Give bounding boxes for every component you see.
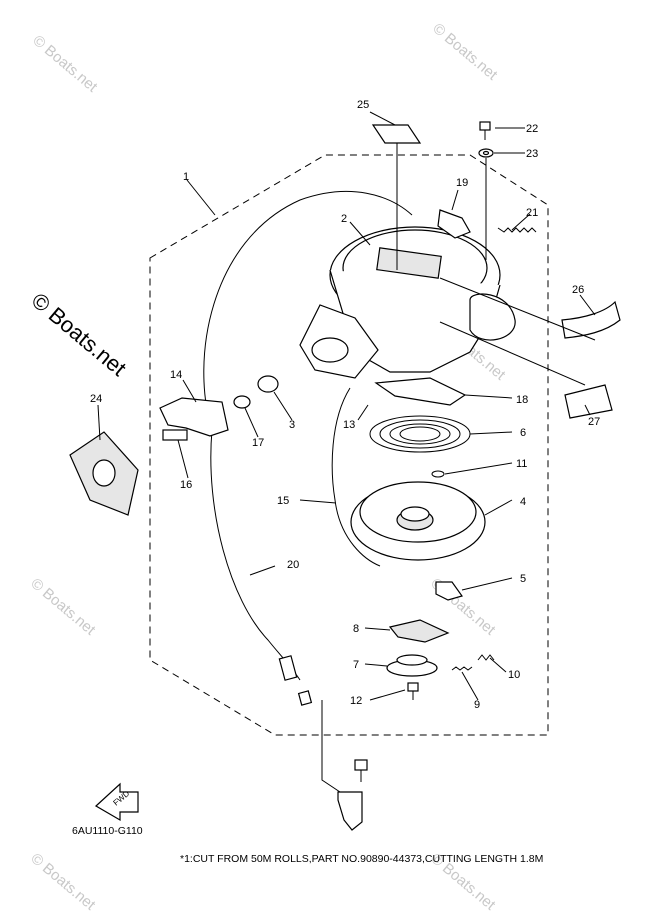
control-cable-lower [210, 429, 301, 681]
sheave-drum-4 [350, 481, 486, 561]
callout-11: 11 [516, 458, 527, 470]
callout-24: 24 [90, 393, 102, 405]
fwd-arrow-icon: FWD [94, 782, 139, 822]
label-27 [564, 384, 613, 419]
cable-end-3 [257, 375, 279, 393]
decal-26 [561, 300, 621, 339]
callout-4: 4 [520, 496, 526, 508]
bracket-14 [159, 397, 229, 437]
drive-pawl-5 [435, 581, 463, 601]
bolt-lower [354, 759, 368, 782]
callout-25: 25 [357, 99, 369, 111]
callout-5: 5 [520, 573, 526, 585]
watermark-text: © Boats.net [429, 20, 501, 84]
control-cable [203, 190, 413, 431]
starter-case [299, 226, 516, 379]
clip-11 [431, 470, 445, 478]
watermark-text: © Boats.net [27, 850, 99, 913]
callout-14: 14 [170, 369, 182, 381]
watermark-text: © Boats.net [27, 288, 131, 381]
callout-26: 26 [572, 284, 584, 296]
clamp-17 [233, 395, 251, 409]
washer-23 [478, 148, 494, 158]
callouts: 1 2 3 4 5 6 7 8 9 10 11 12 13 14 15 16 1… [90, 99, 600, 711]
callout-1: 1 [183, 171, 189, 183]
leader-lines [97, 111, 596, 701]
callout-22: 22 [526, 123, 538, 135]
watermark-text: © Boats.net [27, 575, 99, 639]
spring-10 [477, 654, 495, 661]
tube [331, 387, 381, 567]
plate-8 [388, 619, 450, 643]
pawl-18 [374, 377, 467, 406]
watermark-text: © Boats.net [29, 32, 101, 96]
callout-10: 10 [508, 669, 520, 681]
rewind-spring-6 [369, 415, 471, 453]
callout-20: 20 [287, 559, 299, 571]
drive-plate-7 [386, 654, 438, 677]
callout-3: 3 [289, 419, 295, 431]
grommet-24 [69, 431, 139, 516]
callout-6: 6 [520, 427, 526, 439]
callout-13: 13 [343, 419, 355, 431]
callout-19: 19 [456, 177, 468, 189]
callout-18: 18 [516, 394, 528, 406]
footnote: *1:CUT FROM 50M ROLLS,PART NO.90890-4437… [180, 853, 543, 865]
label-25 [371, 124, 422, 144]
lower-cable-end [278, 655, 313, 706]
clip-16 [162, 429, 188, 441]
callout-9: 9 [474, 699, 480, 711]
callout-15: 15 [277, 495, 289, 507]
bolt-22 [479, 121, 491, 140]
callout-7: 7 [353, 659, 359, 671]
assembly-boundary [149, 154, 549, 736]
callout-16: 16 [180, 479, 192, 491]
bracket-lower [337, 791, 363, 831]
callout-12: 12 [350, 695, 362, 707]
callout-17: 17 [252, 437, 264, 449]
callout-21: 21 [526, 207, 538, 219]
leader-lower-bracket [321, 700, 341, 793]
callout-8: 8 [353, 623, 359, 635]
callout-23: 23 [526, 148, 538, 160]
spring-9 [451, 666, 473, 671]
screw-12 [407, 682, 419, 700]
bracket-19 [437, 209, 471, 239]
diagram-code: 6AU1110-G110 [72, 825, 143, 837]
callout-2: 2 [341, 213, 347, 225]
callout-27: 27 [588, 416, 600, 428]
spring-21 [497, 227, 537, 233]
